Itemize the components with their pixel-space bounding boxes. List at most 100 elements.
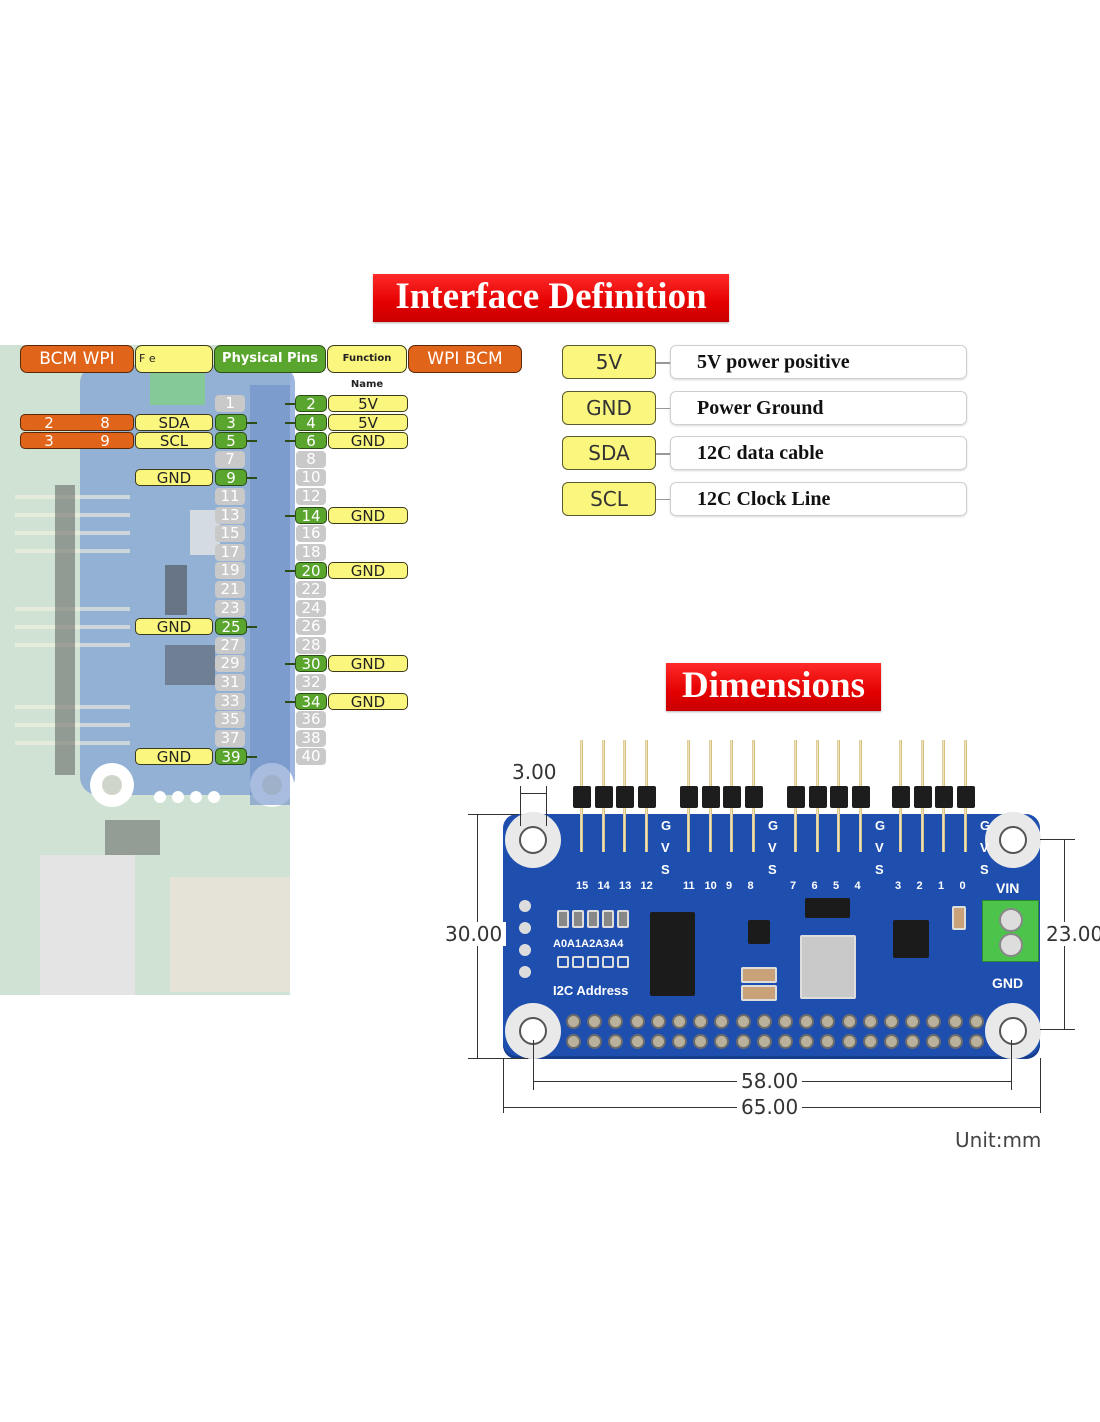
pin-26: 26 <box>296 618 326 636</box>
function-chip-gnd: GND <box>328 432 408 450</box>
transistor-chip <box>748 920 770 944</box>
gpio-pin <box>820 1014 836 1029</box>
pin-connector <box>247 440 257 443</box>
pin-connector <box>247 477 257 480</box>
legend-key-sda: SDA <box>562 436 656 470</box>
pin-33: 33 <box>215 692 245 710</box>
servo-header-block <box>892 786 910 808</box>
channel-label: 0 <box>959 880 966 892</box>
interface-definition-title: Interface Definition <box>373 274 729 322</box>
header-via <box>519 966 531 978</box>
dim-height-holes: 23.00 <box>1042 922 1100 946</box>
row-label-s: S <box>980 862 989 877</box>
mounting-hole-bottom-right <box>985 1003 1041 1059</box>
pin-24: 24 <box>296 599 326 617</box>
regulator-chip <box>893 920 929 958</box>
function-chip-gnd: GND <box>328 506 408 524</box>
servo-header-block <box>913 786 932 808</box>
channel-label: 14 <box>597 880 610 892</box>
dim-guide <box>1040 839 1075 840</box>
screw-icon <box>999 933 1023 957</box>
pin-23: 23 <box>215 599 245 617</box>
gpio-pin <box>947 1034 963 1049</box>
gpio-pin <box>587 1034 603 1049</box>
channel-label: 5 <box>833 880 840 892</box>
servo-header-block <box>787 786 805 808</box>
gpio-pin <box>841 1034 857 1049</box>
dim-height-total: 30.00 <box>441 922 507 946</box>
pin-37: 37 <box>215 729 245 747</box>
function-chip-gnd: GND <box>328 655 408 673</box>
address-pad <box>572 956 584 968</box>
wpi-number: 9 <box>100 432 110 451</box>
gpio-pin <box>778 1034 793 1049</box>
gnd-label: GND <box>992 975 1024 991</box>
gpio-pin <box>714 1034 730 1049</box>
pin-36: 36 <box>296 711 326 729</box>
pin-30: 30 <box>295 655 327 673</box>
gpio-pin <box>799 1034 815 1049</box>
channel-label: 12 <box>640 880 653 892</box>
dim-width-total: 65.00 <box>737 1095 803 1119</box>
gpio-pin <box>672 1014 687 1029</box>
address-jumper <box>572 910 584 928</box>
address-jumper <box>602 910 614 928</box>
diode <box>805 898 850 918</box>
row-label-v: V <box>875 840 884 855</box>
pin-2: 2 <box>295 395 327 413</box>
pin-12: 12 <box>296 488 326 505</box>
dim-arrow-hole <box>520 793 546 794</box>
servo-header-block <box>680 786 698 808</box>
pin-connector <box>285 663 295 666</box>
gpio-pin <box>587 1014 603 1029</box>
pin-connector <box>285 421 295 424</box>
gpio-pin <box>693 1034 709 1049</box>
dim-guide <box>533 1040 534 1090</box>
servo-header-block <box>851 786 870 808</box>
pin-21: 21 <box>215 581 245 598</box>
header-function-name-right: Function Name <box>327 345 407 390</box>
capacitor <box>952 906 966 930</box>
gpio-pin <box>905 1034 921 1049</box>
dim-guide <box>1040 1029 1075 1030</box>
channel-label: 9 <box>726 880 733 892</box>
gpio-pin <box>862 1034 878 1049</box>
function-chip-gnd: GND <box>328 692 408 710</box>
dim-guide <box>1040 1058 1041 1113</box>
gpio-pin <box>650 1014 666 1029</box>
pin-34: 34 <box>295 692 327 710</box>
pin-connector <box>247 626 257 629</box>
bcm-number: 3 <box>44 432 54 451</box>
dim-guide <box>546 786 547 826</box>
address-pad <box>617 956 629 968</box>
pin-16: 16 <box>296 525 326 543</box>
servo-header-block <box>935 786 953 808</box>
legend-connector <box>656 498 670 500</box>
legend-key-gnd: GND <box>562 390 656 425</box>
row-label-g: G <box>980 818 991 833</box>
mounting-hole-top-left <box>505 812 561 868</box>
power-terminal-block <box>982 900 1039 962</box>
pin-5: 5 <box>215 432 247 450</box>
pin-14: 14 <box>295 506 327 524</box>
row-label-v: V <box>661 840 670 855</box>
pin-connector <box>285 440 295 443</box>
channel-label: 13 <box>619 880 632 892</box>
servo-header-block <box>956 786 975 808</box>
pin-29: 29 <box>215 655 245 673</box>
header-via <box>519 922 531 934</box>
pin-31: 31 <box>215 674 245 691</box>
gpio-pin <box>735 1014 751 1029</box>
channel-label: 2 <box>916 880 923 892</box>
row-label-v: V <box>980 840 989 855</box>
address-jumper <box>617 910 629 928</box>
servo-header-block <box>723 786 741 808</box>
pin-connector <box>285 570 295 573</box>
function-chip-gnd: GND <box>135 748 213 766</box>
servo-header-block <box>637 786 656 808</box>
pin-connector <box>285 403 295 405</box>
i2c-address-label: I2C Address <box>553 983 629 998</box>
gpio-pin <box>820 1034 836 1049</box>
header-physical-pins: Physical Pins <box>214 345 326 373</box>
